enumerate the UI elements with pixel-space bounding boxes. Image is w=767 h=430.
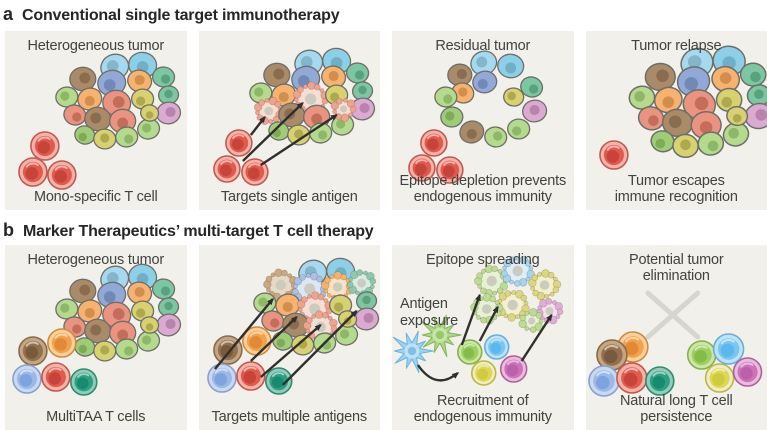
residual-tumor-ring	[434, 50, 548, 148]
panel-bottom-label: Epitope depletion prevents endogenous im…	[399, 172, 566, 205]
tumor-elimination-illustration	[587, 290, 762, 397]
t-cell	[615, 362, 648, 394]
section-b-title: Marker Therapeutics’ multi-target T cell…	[23, 223, 374, 240]
tumor-cluster	[248, 47, 375, 146]
panel-potential-tumor-elimination: Potential tumor elimination Natural long…	[585, 245, 767, 430]
arrows	[416, 293, 553, 382]
t-cell	[644, 366, 675, 396]
panel-bottom-label: Recruitment of endogenous immunity	[413, 392, 552, 425]
attack-arrow	[460, 293, 481, 346]
tumor-cluster	[55, 51, 182, 150]
tumor-relapse-illustration	[598, 45, 767, 170]
panel-top-label: Tumor relapse	[631, 38, 722, 54]
panel-bottom-label: Natural long T cell persistence	[619, 392, 733, 425]
panel-bottom-label: Tumor escapes immune recognition	[614, 172, 738, 205]
panel-heterogeneous-tumor-b: Heterogeneous tumor MultiTAA T cells	[5, 245, 187, 430]
panel-targets-single-antigen: Targets single antigen	[198, 31, 380, 210]
t-cell	[499, 355, 528, 383]
t-cell	[408, 154, 436, 182]
t-cell	[598, 140, 629, 170]
panel-top-label: Heterogeneous tumor	[27, 38, 165, 54]
section-a-title: Conventional single target immunotherapy	[22, 7, 340, 24]
t-cell	[587, 365, 620, 397]
recruited-t-cells	[457, 334, 528, 386]
panel-top-label: Potential tumor elimination	[628, 252, 724, 285]
panel-bottom-label: Targets multiple antigens	[211, 408, 368, 425]
panel-top-label: Heterogeneous tumor	[27, 252, 165, 268]
mono-specific-t-cells	[408, 129, 464, 184]
recruited-t-cells	[686, 333, 762, 393]
attack-arrow	[241, 101, 304, 162]
epitope-spreading-illustration	[392, 255, 564, 386]
t-cell	[47, 328, 77, 358]
t-cell	[457, 339, 483, 365]
tumor-cluster	[55, 263, 182, 362]
t-cell	[686, 340, 716, 370]
x-mark	[644, 290, 700, 340]
section-b-heading: b Marker Therapeutics’ multi-target T ce…	[0, 210, 767, 245]
t-cell	[436, 156, 464, 184]
attack-arrows	[241, 101, 338, 167]
attack-arrow	[281, 309, 358, 386]
t-cell	[595, 339, 628, 371]
dendritic-cells	[392, 314, 462, 374]
panel-heterogeneous-tumor-a: Heterogeneous tumor Mono-specific T cell	[5, 31, 187, 210]
t-cell	[420, 129, 448, 157]
section-b-letter: b	[3, 220, 14, 240]
t-cell	[470, 360, 497, 386]
panel-tumor-relapse: Tumor relapse Tumor escapes immune recog…	[585, 31, 767, 210]
section-b-panels: Heterogeneous tumor MultiTAA T cells Tar…	[0, 245, 767, 430]
panel-top-label: Epitope spreading	[426, 252, 540, 268]
t-cell	[12, 364, 42, 394]
single-antigen-attack-illustration	[212, 47, 375, 186]
attack-arrow	[249, 315, 298, 362]
mono-specific-t-cells	[598, 140, 629, 170]
panel-epitope-spreading: Epitope spreading Antigen exposure Recru…	[392, 245, 574, 430]
recruitment-arrow	[416, 364, 459, 382]
dendritic-cell	[392, 330, 434, 374]
tumor-cluster	[628, 45, 767, 159]
panel-targets-multiple-antigens: Targets multiple antigens	[198, 245, 380, 430]
section-a-heading: a Conventional single target immunothera…	[0, 0, 767, 31]
t-cell	[70, 368, 98, 396]
t-cell	[235, 361, 266, 391]
panel-bottom-label: Mono-specific T cell	[33, 188, 158, 205]
t-cell	[41, 362, 71, 392]
multitaa-t-cells	[587, 331, 675, 397]
panel-bottom-label: Targets single antigen	[220, 188, 358, 205]
t-cell	[704, 363, 734, 393]
t-cell	[732, 357, 762, 387]
t-cell	[264, 367, 293, 395]
t-cell	[483, 334, 510, 360]
panel-residual-tumor: Residual tumor Epitope depletion prevent…	[392, 31, 574, 210]
t-cell	[206, 363, 237, 393]
attack-arrow	[259, 113, 338, 167]
section-a-letter: a	[3, 4, 14, 24]
multiple-antigen-attack-illustration	[206, 257, 379, 395]
t-cell	[18, 157, 48, 187]
antigen-exposure-label: Antigen exposure	[400, 296, 459, 329]
heterogeneous-tumor-illustration	[18, 51, 182, 190]
t-cell	[212, 155, 241, 183]
t-cell	[18, 336, 48, 366]
section-a-panels: Heterogeneous tumor Mono-specific T cell…	[0, 31, 767, 210]
multitaa-t-cells	[12, 328, 98, 396]
residual-tumor-illustration	[408, 50, 548, 184]
heterogeneous-tumor-illustration	[12, 263, 182, 396]
mono-specific-t-cells	[212, 129, 269, 186]
attack-arrow	[478, 305, 499, 342]
attack-arrow	[213, 297, 274, 370]
dendritic-cell	[420, 314, 462, 358]
t-cell	[712, 333, 744, 365]
t-cell	[30, 131, 60, 161]
attack-arrow	[520, 313, 553, 362]
panel-bottom-label: MultiTAA T cells	[46, 408, 146, 425]
attack-arrow	[249, 115, 266, 136]
t-cell	[47, 160, 77, 190]
t-cell	[224, 129, 253, 157]
attack-arrows	[213, 297, 358, 386]
mono-specific-t-cells	[18, 131, 77, 190]
attack-arrow	[259, 324, 322, 378]
panel-top-label: Residual tumor	[435, 38, 531, 54]
